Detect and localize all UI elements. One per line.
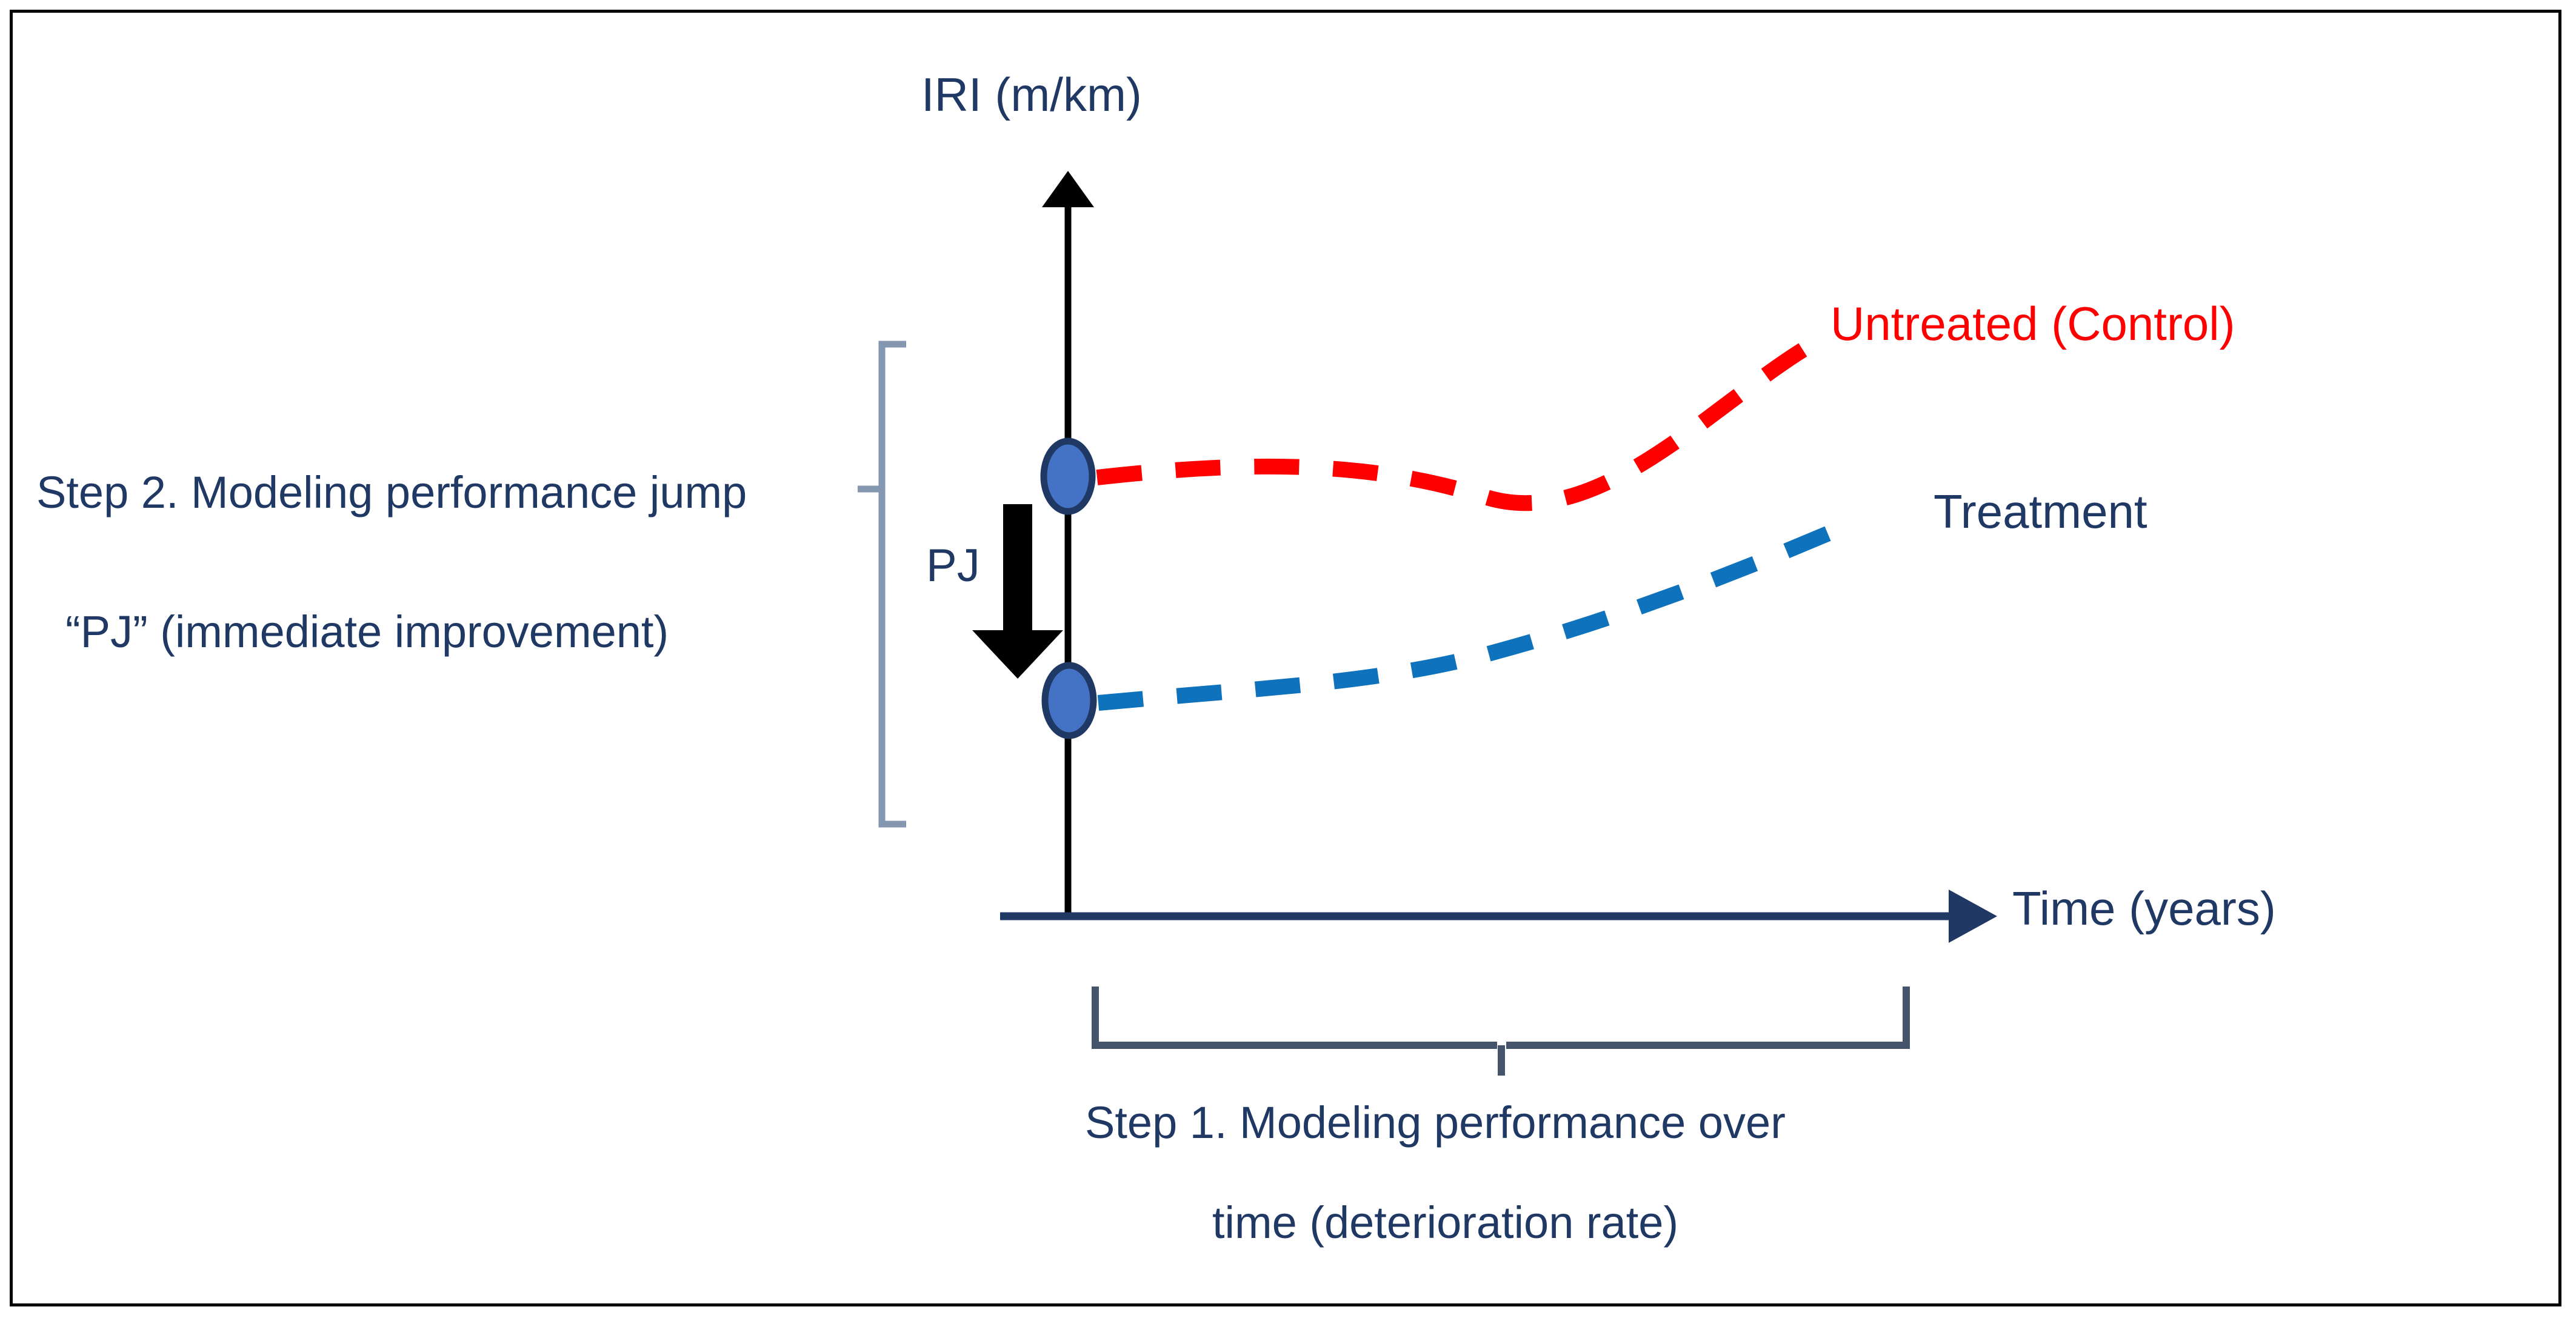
step1-caption-line2: time (deterioration rate) bbox=[1212, 1197, 1679, 1248]
performance-jump-arrow bbox=[972, 504, 1063, 679]
untreated-start-marker bbox=[1040, 438, 1096, 515]
y-axis-label: IRI (m/km) bbox=[921, 68, 1142, 121]
step1-brace bbox=[1092, 987, 1910, 1076]
step2-bracket bbox=[858, 341, 906, 828]
x-axis-label: Time (years) bbox=[2012, 882, 2276, 935]
pj-arrow-label: PJ bbox=[926, 540, 980, 591]
step2-caption-line2: “PJ” (immediate improvement) bbox=[65, 607, 669, 657]
step2-caption-line1: Step 2. Modeling performance jump bbox=[36, 467, 747, 517]
legend-label-treatment: Treatment bbox=[1934, 485, 2147, 538]
step1-caption-line1: Step 1. Modeling performance over bbox=[1085, 1097, 1786, 1148]
x-axis bbox=[1000, 890, 1997, 943]
figure-border bbox=[10, 10, 2561, 1306]
legend-label-untreated: Untreated (Control) bbox=[1830, 297, 2235, 350]
y-axis bbox=[1042, 171, 1094, 915]
untreated-control-curve bbox=[1096, 335, 1820, 511]
treatment-start-marker bbox=[1041, 662, 1097, 739]
treatment-curve bbox=[1097, 519, 1849, 711]
